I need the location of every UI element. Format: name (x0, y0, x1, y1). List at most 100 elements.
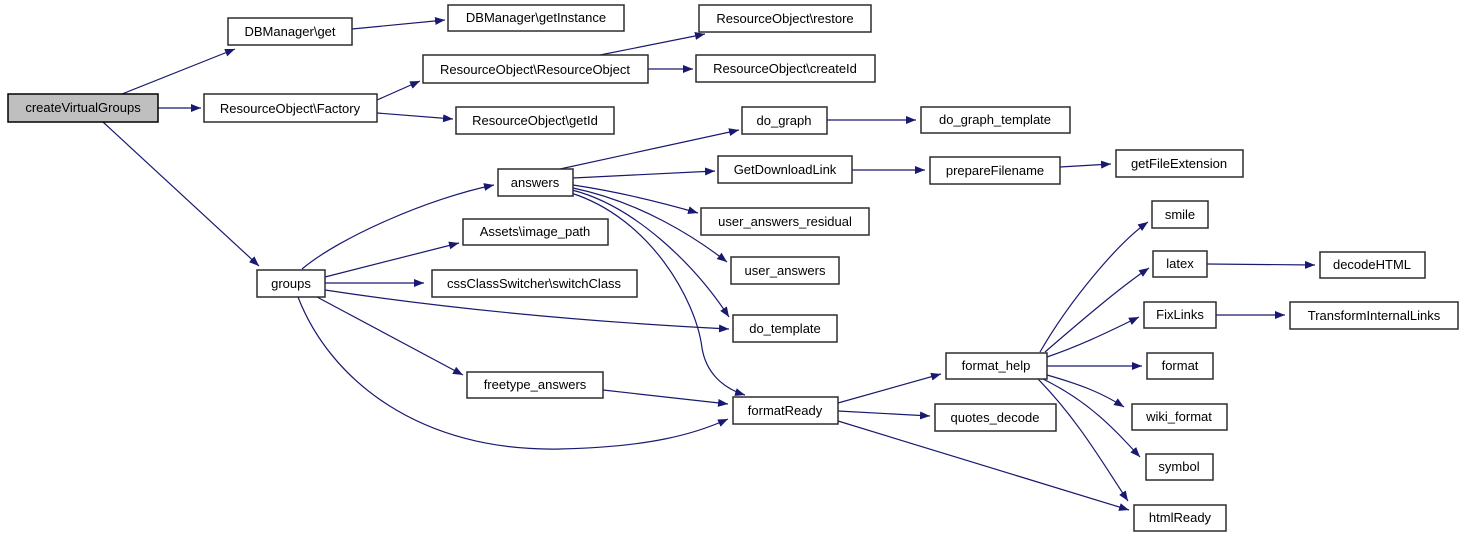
node-freetype_answers-label: freetype_answers (484, 377, 587, 392)
node-smile-label: smile (1165, 207, 1195, 222)
node-format_help-label: format_help (962, 358, 1031, 373)
node-wiki_format[interactable]: wiki_format (1131, 403, 1228, 431)
node-symbol-box[interactable] (1145, 453, 1214, 481)
node-createVirtualGroups-label: createVirtualGroups (25, 100, 141, 115)
node-ResourceObject-getId-box[interactable] (455, 106, 615, 135)
node-user_answers_residual-label: user_answers_residual (718, 214, 852, 229)
node-do_graph[interactable]: do_graph (741, 106, 828, 135)
node-htmlReady-box[interactable] (1133, 504, 1227, 532)
node-formatReady-label: formatReady (748, 403, 823, 418)
node-DBManager-getInstance-label: DBManager\getInstance (466, 10, 606, 25)
edge-answers-to-formatReady (570, 192, 746, 396)
node-answers-label: answers (511, 175, 560, 190)
node-htmlReady[interactable]: htmlReady (1133, 504, 1227, 532)
node-user_answers-box[interactable] (730, 256, 840, 285)
node-FixLinks-box[interactable] (1143, 301, 1217, 329)
node-decodeHTML-box[interactable] (1319, 251, 1426, 279)
node-ResourceObject-createId[interactable]: ResourceObject\createId (695, 54, 876, 83)
edge-groups-to-answers (301, 183, 495, 270)
node-DBManager-getInstance-box[interactable] (447, 4, 625, 32)
node-ResourceObject-Factory[interactable]: ResourceObject\Factory (203, 93, 378, 123)
node-FixLinks[interactable]: FixLinks (1143, 301, 1217, 329)
node-DBManager-get-box[interactable] (227, 17, 353, 46)
node-format-label: format (1162, 358, 1199, 373)
node-do_graph_template[interactable]: do_graph_template (920, 106, 1071, 134)
edge-createVirtualGroups-to-DBManager-get (121, 48, 236, 95)
node-groups-box[interactable] (256, 269, 326, 298)
node-DBManager-get[interactable]: DBManager\get (227, 17, 353, 46)
node-groups[interactable]: groups (256, 269, 326, 298)
node-ResourceObject-getId-label: ResourceObject\getId (472, 113, 598, 128)
node-ResourceObject-createId-box[interactable] (695, 54, 876, 83)
node-smile[interactable]: smile (1151, 200, 1209, 229)
node-ResourceObject-ResourceObject-label: ResourceObject\ResourceObject (440, 62, 630, 77)
node-prepareFilename-box[interactable] (929, 156, 1061, 185)
node-formatReady[interactable]: formatReady (732, 396, 839, 425)
node-ResourceObject-restore[interactable]: ResourceObject\restore (698, 4, 872, 33)
node-do_template-box[interactable] (732, 314, 838, 343)
node-symbol-label: symbol (1158, 459, 1199, 474)
node-smile-box[interactable] (1151, 200, 1209, 229)
node-GetDownloadLink-box[interactable] (717, 155, 853, 184)
node-freetype_answers[interactable]: freetype_answers (466, 371, 604, 399)
node-do_template[interactable]: do_template (732, 314, 838, 343)
node-format[interactable]: format (1146, 352, 1214, 380)
node-ResourceObject-restore-box[interactable] (698, 4, 872, 33)
edge-DBManager-get-to-DBManager-getInstance (351, 16, 446, 30)
edge-ResourceObject-ResourceObject-to-ResourceObject-restore (599, 32, 706, 56)
edge-groups-to-freetype_answers (316, 296, 464, 376)
node-latex-box[interactable] (1152, 250, 1208, 278)
node-format-box[interactable] (1146, 352, 1214, 380)
node-prepareFilename[interactable]: prepareFilename (929, 156, 1061, 185)
node-wiki_format-label: wiki_format (1145, 409, 1212, 424)
node-ResourceObject-ResourceObject-box[interactable] (422, 54, 649, 84)
node-ResourceObject-Factory-label: ResourceObject\Factory (220, 101, 361, 116)
node-getFileExtension[interactable]: getFileExtension (1115, 149, 1244, 178)
edge-formatReady-to-format_help (837, 372, 942, 404)
node-GetDownloadLink-label: GetDownloadLink (734, 162, 837, 177)
node-format_help-box[interactable] (945, 352, 1048, 380)
node-TransformInternalLinks-label: TransformInternalLinks (1308, 308, 1441, 323)
node-ResourceObject-getId[interactable]: ResourceObject\getId (455, 106, 615, 135)
node-formatReady-box[interactable] (732, 396, 839, 425)
node-ResourceObject-Factory-box[interactable] (203, 93, 378, 123)
node-do_graph-box[interactable] (741, 106, 828, 135)
edge-answers-to-user_answers (572, 187, 728, 263)
node-cssClassSwitcher-switchClass-label: cssClassSwitcher\switchClass (447, 276, 622, 291)
node-wiki_format-box[interactable] (1131, 403, 1228, 431)
node-quotes_decode-box[interactable] (934, 403, 1057, 432)
node-user_answers_residual[interactable]: user_answers_residual (700, 207, 870, 236)
edge-formatReady-to-htmlReady (837, 420, 1130, 511)
node-user_answers[interactable]: user_answers (730, 256, 840, 285)
node-freetype_answers-box[interactable] (466, 371, 604, 399)
node-latex[interactable]: latex (1152, 250, 1208, 278)
node-cssClassSwitcher-switchClass[interactable]: cssClassSwitcher\switchClass (431, 269, 638, 298)
edge-ResourceObject-Factory-to-ResourceObject-ResourceObject (376, 80, 421, 101)
node-answers-box[interactable] (497, 168, 574, 197)
node-format_help[interactable]: format_help (945, 352, 1048, 380)
edge-format_help-to-wiki_format (1046, 374, 1125, 408)
node-cssClassSwitcher-switchClass-box[interactable] (431, 269, 638, 298)
node-Assets-image_path-box[interactable] (462, 218, 609, 246)
node-ResourceObject-ResourceObject[interactable]: ResourceObject\ResourceObject (422, 54, 649, 84)
node-symbol[interactable]: symbol (1145, 453, 1214, 481)
node-GetDownloadLink[interactable]: GetDownloadLink (717, 155, 853, 184)
node-TransformInternalLinks-box[interactable] (1289, 301, 1459, 330)
node-DBManager-getInstance[interactable]: DBManager\getInstance (447, 4, 625, 32)
node-quotes_decode[interactable]: quotes_decode (934, 403, 1057, 432)
edge-answers-to-do_graph (559, 128, 740, 170)
node-Assets-image_path[interactable]: Assets\image_path (462, 218, 609, 246)
node-answers[interactable]: answers (497, 168, 574, 197)
node-user_answers_residual-box[interactable] (700, 207, 870, 236)
node-createVirtualGroups: createVirtualGroups (7, 93, 159, 123)
node-do_graph_template-label: do_graph_template (939, 112, 1051, 127)
edge-format_help-to-latex (1044, 267, 1150, 353)
edge-ResourceObject-Factory-to-ResourceObject-getId (376, 112, 454, 123)
node-do_graph_template-box[interactable] (920, 106, 1071, 134)
node-decodeHTML[interactable]: decodeHTML (1319, 251, 1426, 279)
node-TransformInternalLinks[interactable]: TransformInternalLinks (1289, 301, 1459, 330)
node-decodeHTML-label: decodeHTML (1333, 257, 1411, 272)
node-getFileExtension-box[interactable] (1115, 149, 1244, 178)
